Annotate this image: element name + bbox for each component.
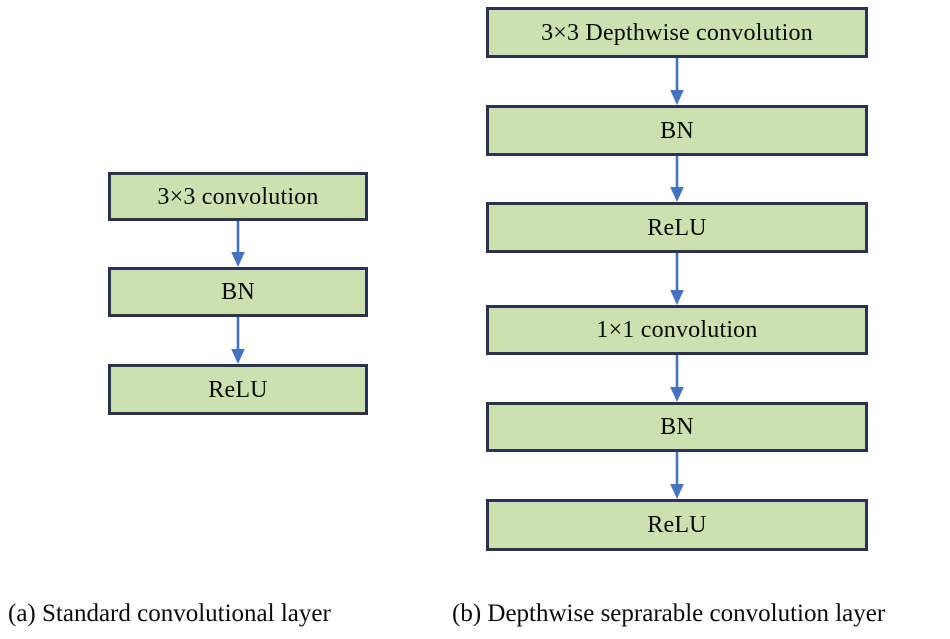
flow-box-label: ReLU bbox=[208, 376, 268, 403]
arrow-down-icon-a2 bbox=[226, 317, 250, 364]
flow-box-3x3-depthwise-convolution[interactable]: 3×3 Depthwise convolution bbox=[486, 7, 868, 58]
flow-box-label: 1×1 convolution bbox=[596, 317, 758, 343]
flow-box-bn-a[interactable]: BN bbox=[108, 267, 368, 317]
flow-box-relu-b2[interactable]: ReLU bbox=[486, 499, 868, 551]
flow-box-label: BN bbox=[660, 414, 694, 440]
panel-b-caption: (b) Depthwise seprarable convolution lay… bbox=[452, 600, 886, 627]
flow-box-label: 3×3 Depthwise convolution bbox=[541, 19, 813, 46]
flow-box-label: BN bbox=[660, 117, 694, 144]
arrow-down-icon-b3 bbox=[665, 253, 689, 305]
arrow-down-icon-a1 bbox=[226, 221, 250, 267]
arrow-down-icon-b4 bbox=[665, 355, 689, 402]
flow-box-label: ReLU bbox=[647, 512, 707, 538]
flow-box-3x3-convolution[interactable]: 3×3 convolution bbox=[108, 172, 368, 221]
panel-a-caption: (a) Standard convolutional layer bbox=[8, 600, 331, 627]
flow-box-label: 3×3 convolution bbox=[157, 183, 319, 210]
flow-box-relu-b1[interactable]: ReLU bbox=[486, 202, 868, 253]
flow-box-bn-b1[interactable]: BN bbox=[486, 105, 868, 156]
flow-box-1x1-convolution[interactable]: 1×1 convolution bbox=[486, 305, 868, 355]
arrow-down-icon-b5 bbox=[665, 452, 689, 499]
arrow-down-icon-b2 bbox=[665, 156, 689, 202]
flow-box-relu-a[interactable]: ReLU bbox=[108, 364, 368, 415]
flow-box-bn-b2[interactable]: BN bbox=[486, 402, 868, 452]
arrow-down-icon-b1 bbox=[665, 58, 689, 105]
flow-box-label: ReLU bbox=[647, 214, 707, 241]
flow-box-label: BN bbox=[221, 279, 255, 305]
